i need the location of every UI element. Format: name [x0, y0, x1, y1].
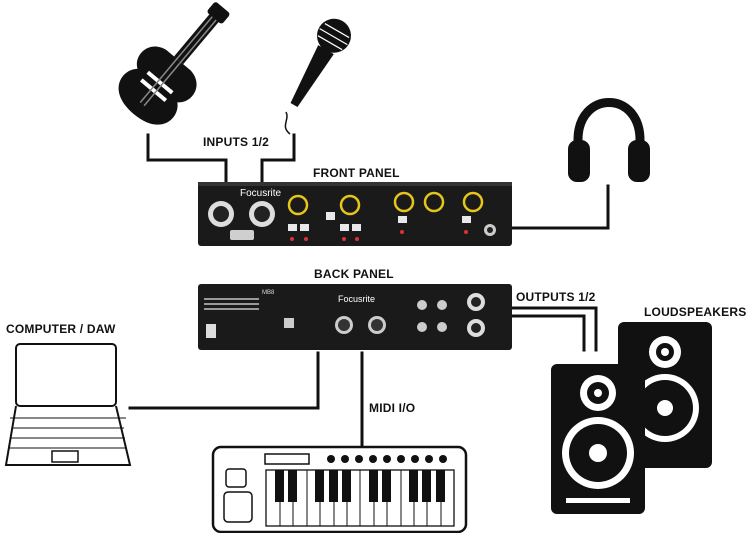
midi-keyboard-icon [211, 445, 468, 534]
front-brand-logo: Focusrite [240, 188, 282, 199]
back-model-label: MB8 [262, 290, 275, 296]
front-panel-device: Focusrite [198, 182, 512, 246]
output-cable-2 [510, 314, 586, 352]
monitor-knob-2[interactable] [423, 191, 445, 213]
guitar-cable [146, 133, 228, 188]
computer-cable [128, 351, 320, 410]
back-panel-label: BACK PANEL [314, 267, 394, 281]
loudspeakers-label: LOUDSPEAKERS [644, 305, 747, 319]
headphone-level-knob[interactable] [462, 191, 484, 213]
outputs-label: OUTPUTS 1/2 [516, 290, 596, 304]
inputs-label: INPUTS 1/2 [203, 135, 270, 149]
front-panel-label: FRONT PANEL [313, 166, 400, 180]
midi-label: MIDI I/O [369, 401, 416, 415]
loudspeaker-front [551, 364, 645, 514]
guitar-icon [118, 2, 230, 125]
headphone-cable [508, 184, 610, 230]
connection-lines [128, 133, 610, 447]
back-panel-device: MB8 Focusrite [198, 284, 512, 350]
mic-cable [260, 133, 296, 188]
loudspeaker-icon [551, 322, 712, 514]
headphones-icon [568, 98, 650, 182]
back-brand-logo: Focusrite [338, 294, 375, 304]
monitor-knob-1[interactable] [393, 191, 415, 213]
gain-knob-1[interactable] [287, 194, 309, 216]
computer-label: COMPUTER / DAW [6, 322, 116, 336]
usb-port[interactable] [284, 318, 294, 328]
microphone-icon [284, 18, 351, 135]
output-cable-1 [510, 306, 598, 352]
laptop-icon [4, 343, 132, 466]
gain-knob-2[interactable] [339, 194, 361, 216]
